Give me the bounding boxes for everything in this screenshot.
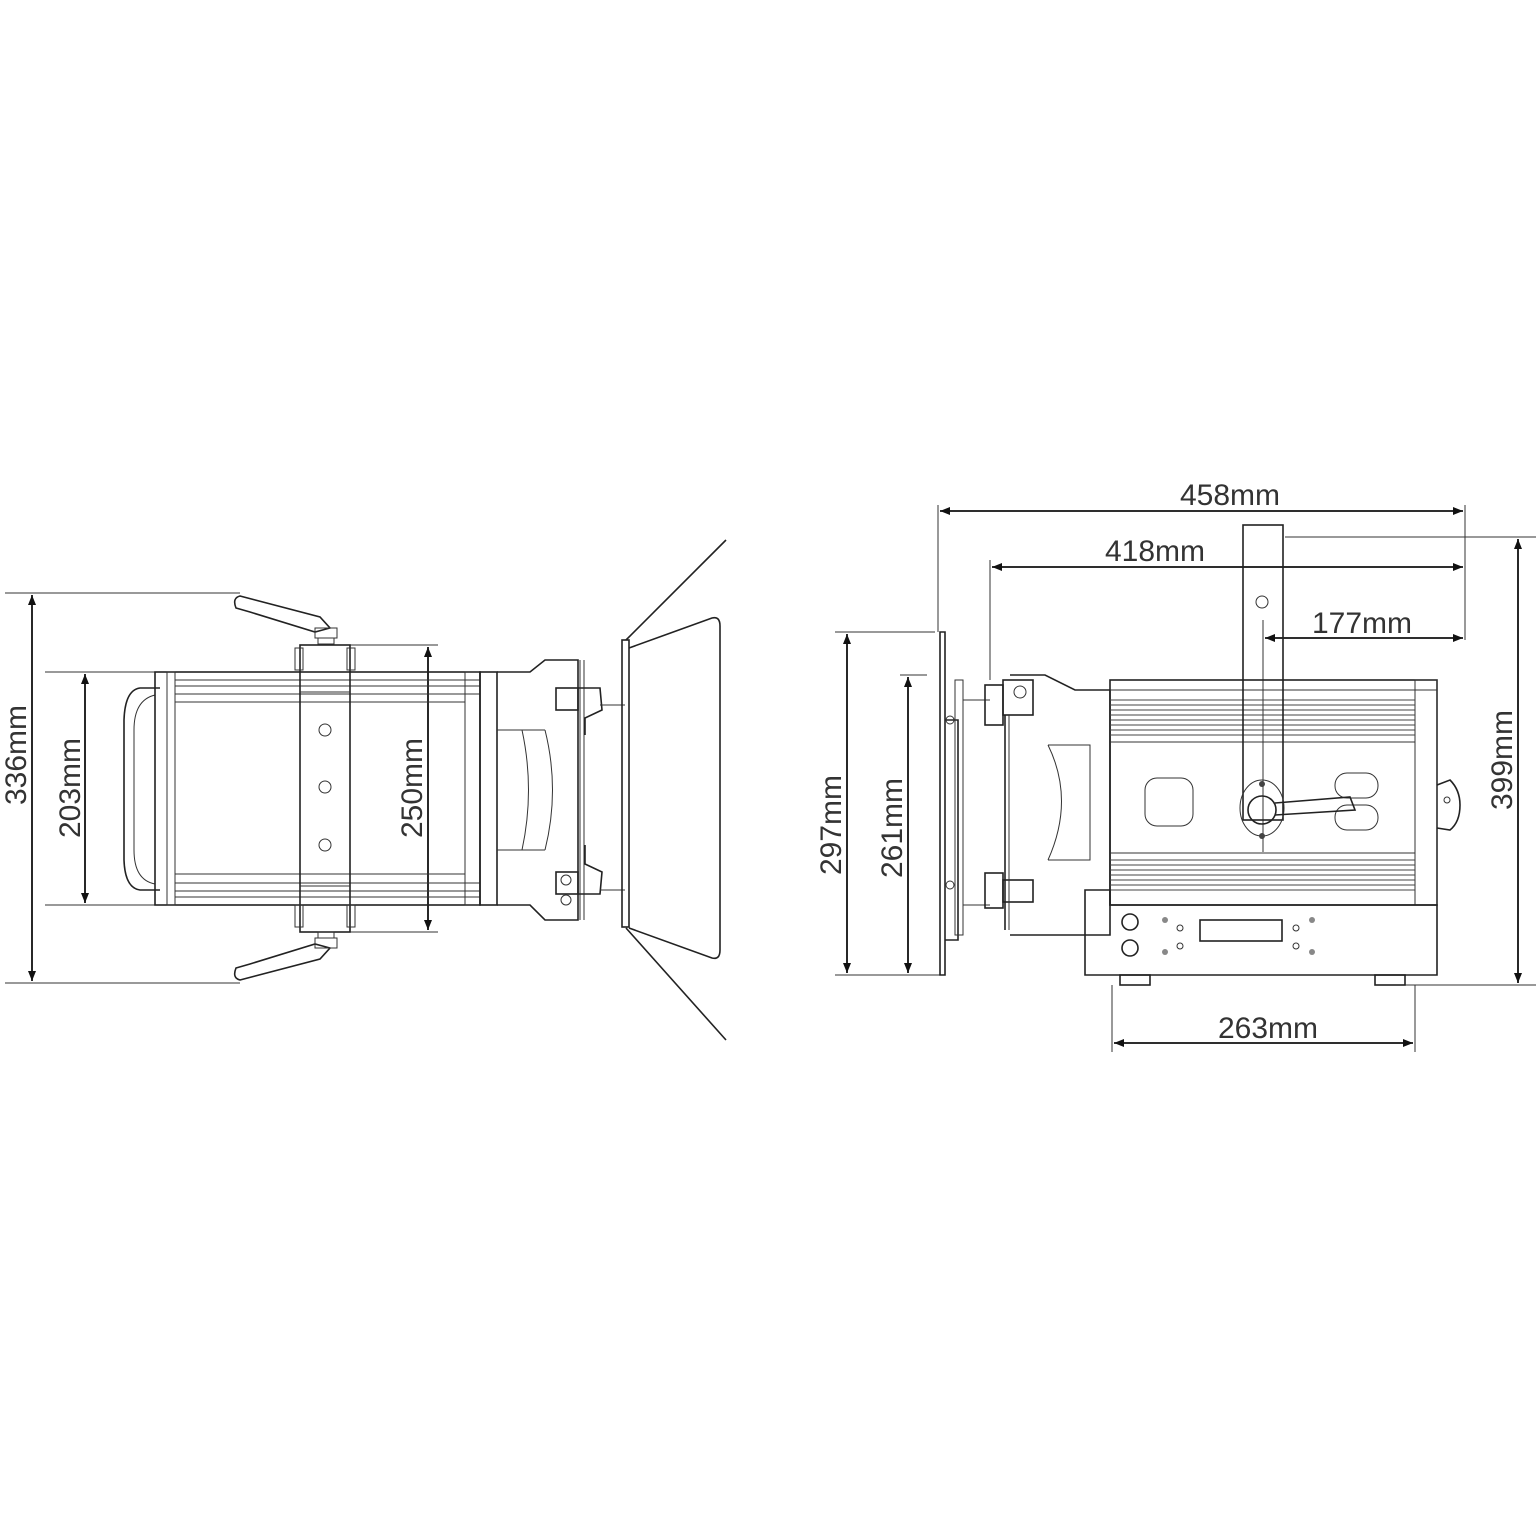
lens-section: [984, 674, 1111, 936]
yoke-bar: [294, 644, 356, 933]
dimension-yoke-height: 250mm: [350, 644, 438, 933]
yoke-arm: [1239, 524, 1357, 839]
dimension-label-263: 263mm: [1218, 1012, 1318, 1045]
front-view: 336mm 203mm 250mm: [0, 539, 727, 1041]
dimension-overall-height-front: 336mm: [0, 592, 240, 984]
gel-frame-clamps: [555, 687, 625, 906]
dimension-body-length: 418mm: [989, 535, 1463, 680]
dimension-overall-length: 458mm: [937, 479, 1466, 640]
dimension-label-399: 399mm: [1486, 710, 1519, 810]
dimension-pivot-to-rear: 177mm: [1262, 607, 1463, 852]
dimension-body-height: 203mm: [45, 671, 160, 906]
lock-lever-top: [233, 595, 338, 645]
foot: [1374, 974, 1406, 986]
side-view: 458mm 418mm 177mm 399mm 297mm: [815, 479, 1536, 1052]
yoke-lock-handle: [1274, 796, 1357, 816]
barn-doors: [621, 539, 727, 1041]
front-housing: [479, 659, 585, 921]
dimension-label-177: 177mm: [1312, 607, 1412, 640]
dimension-label-250: 250mm: [396, 738, 429, 838]
lock-lever-bottom: [233, 931, 338, 981]
rear-handle: [123, 687, 160, 891]
fixture-body-front: [154, 671, 481, 906]
button-knob: [1121, 939, 1139, 957]
fixture-body-side: [1109, 679, 1461, 906]
control-base: [1084, 889, 1438, 986]
dimension-label-336: 336mm: [0, 705, 33, 805]
dimension-lens-height: 261mm: [876, 674, 927, 973]
dimension-overall-height-side: 399mm: [1285, 536, 1536, 986]
dimension-base-length: 263mm: [1111, 985, 1416, 1052]
dimension-label-418: 418mm: [1105, 535, 1205, 568]
cooling-fins-bottom: [1110, 859, 1415, 891]
cooling-fins-top: [1110, 699, 1415, 736]
dimension-front-frame-height: 297mm: [815, 631, 940, 976]
foot: [1119, 974, 1151, 986]
dimension-label-203: 203mm: [54, 738, 87, 838]
button-knob: [1121, 913, 1139, 931]
dimension-label-297: 297mm: [815, 775, 848, 875]
lcd-display: [1199, 919, 1283, 942]
dimension-label-261: 261mm: [876, 778, 909, 878]
front-gel-frame: [939, 631, 990, 976]
dimension-label-458: 458mm: [1180, 479, 1280, 512]
